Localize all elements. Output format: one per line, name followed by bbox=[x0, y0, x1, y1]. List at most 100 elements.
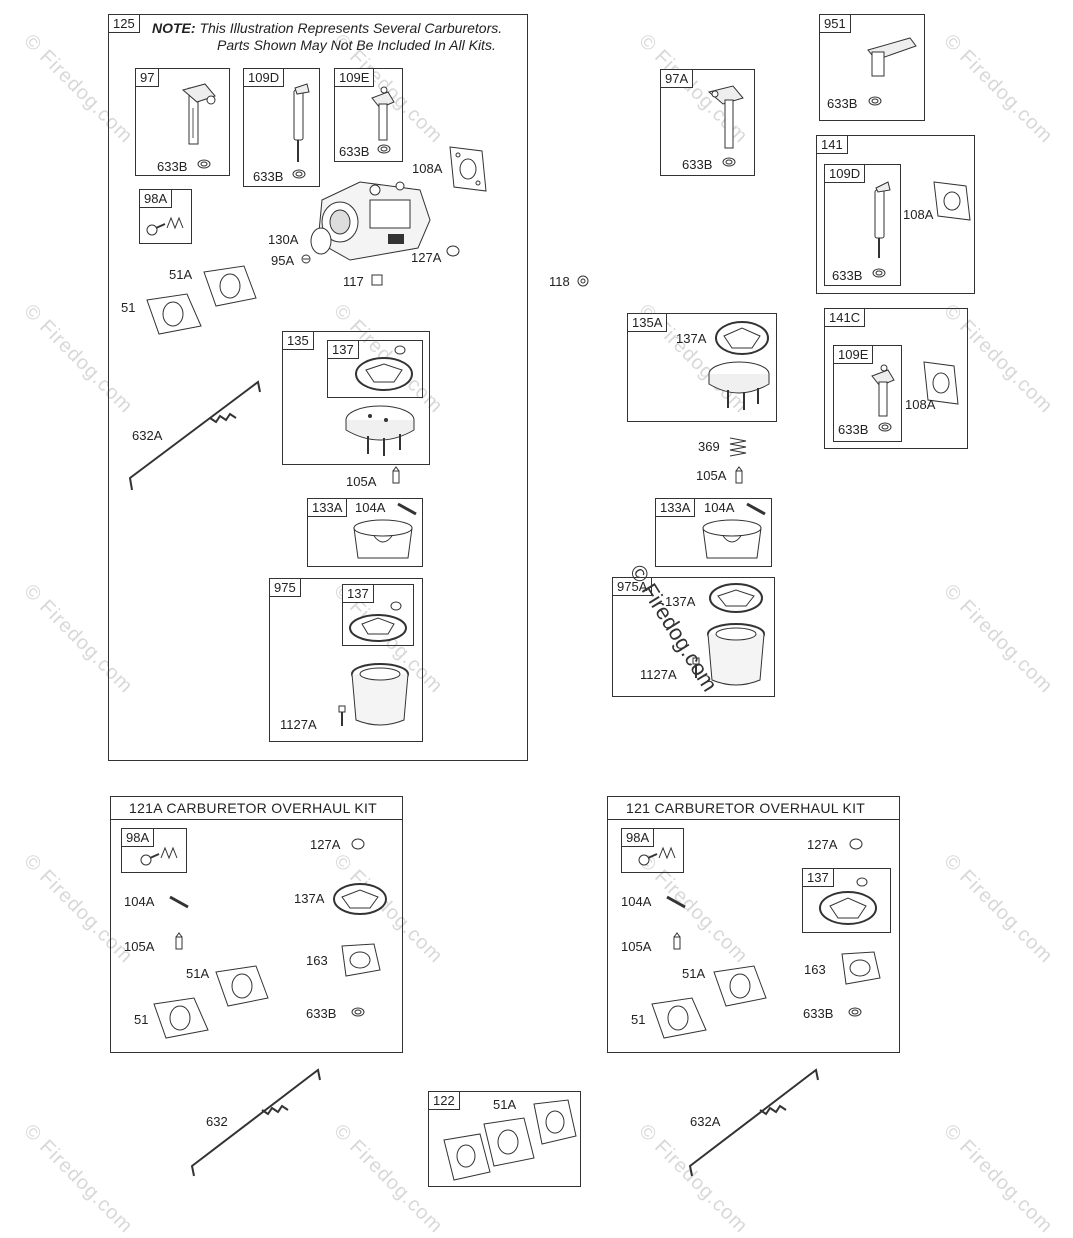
part-box-133A: 133A bbox=[307, 498, 423, 567]
note-line-2: Parts Shown May Not Be Included In All K… bbox=[217, 37, 496, 53]
part-box-137: 137 bbox=[342, 584, 414, 646]
flange-gasket-illustration bbox=[215, 965, 269, 1007]
part-label: 163 bbox=[306, 953, 328, 968]
gasket-illustration bbox=[933, 181, 971, 221]
part-label: 633B bbox=[253, 169, 284, 184]
throttle-shaft-illustration bbox=[707, 85, 744, 149]
governor-link-illustration bbox=[688, 1068, 819, 1177]
ref-number: 137 bbox=[327, 340, 359, 359]
part-label: 633B bbox=[306, 1006, 337, 1021]
part-label: 633B bbox=[157, 159, 188, 174]
ref-number: 109E bbox=[334, 68, 375, 87]
part-label: 1127A bbox=[640, 667, 677, 682]
part-label: 117 bbox=[343, 274, 364, 289]
part-box-109D: 109D bbox=[243, 68, 320, 187]
float-bowl-gasket-illustration bbox=[819, 877, 877, 925]
governor-link-illustration bbox=[128, 380, 261, 491]
part-box-135A: 135A bbox=[627, 313, 777, 422]
float-bowl-gasket-illustration bbox=[349, 601, 407, 642]
part-box-951: 951 bbox=[819, 14, 925, 121]
part-label: 632A bbox=[132, 428, 163, 443]
ref-number: 109E bbox=[833, 345, 874, 364]
part-label: 633B bbox=[832, 268, 863, 283]
float-bowl-gasket-illustration bbox=[709, 583, 763, 613]
part-label: 633B bbox=[803, 1006, 834, 1021]
o-ring-icon bbox=[849, 838, 863, 850]
part-label: 51A bbox=[493, 1097, 517, 1112]
bolt-icon bbox=[692, 657, 700, 678]
seal-icon bbox=[377, 144, 391, 154]
part-box-137: 137 bbox=[802, 868, 891, 933]
choke-lever-illustration bbox=[867, 37, 917, 77]
part-label: 108A bbox=[903, 207, 934, 222]
ref-number: 135A bbox=[627, 313, 668, 332]
watermark: © Firedog.com bbox=[19, 1120, 138, 1238]
fuel-pump-illustration bbox=[708, 361, 770, 410]
seal-icon bbox=[292, 169, 306, 179]
seal-icon bbox=[197, 159, 211, 169]
kit-box-122: 122 bbox=[428, 1091, 581, 1187]
float-illustration bbox=[353, 519, 413, 559]
part-label: 104A bbox=[621, 894, 652, 909]
part-label: 632A bbox=[690, 1114, 721, 1129]
fuel-pump-illustration bbox=[345, 405, 415, 456]
float-bowl-gasket-illustration bbox=[355, 345, 413, 391]
idle-screw-spring-illustration bbox=[140, 846, 178, 866]
part-label: 51A bbox=[186, 966, 210, 981]
part-label: 127A bbox=[807, 837, 838, 852]
choke-shaft-illustration bbox=[371, 86, 395, 141]
gasket-illustration bbox=[923, 361, 959, 405]
part-label: 108A bbox=[905, 397, 936, 412]
flange-gasket-illustration bbox=[153, 997, 209, 1039]
jet-icon bbox=[577, 275, 589, 287]
float-bowl-illustration bbox=[351, 663, 409, 726]
choke-shaft-illustration bbox=[871, 364, 895, 417]
part-label: 104A bbox=[355, 500, 386, 515]
pin-icon bbox=[169, 895, 189, 909]
part-label: 104A bbox=[124, 894, 155, 909]
part-box-109E: 109E bbox=[833, 345, 902, 442]
governor-link-illustration bbox=[190, 1068, 321, 1177]
part-box-98A: 98A bbox=[139, 189, 192, 244]
ref-number: 133A bbox=[655, 498, 696, 517]
part-box-98A: 98A bbox=[621, 828, 684, 873]
part-label: 127A bbox=[411, 250, 442, 265]
throttle-plate-illustration bbox=[310, 227, 332, 255]
bolt-icon bbox=[338, 705, 346, 726]
flange-gasket-illustration bbox=[713, 965, 767, 1007]
throttle-shaft-illustration bbox=[181, 83, 216, 145]
choke-shaft-illustration bbox=[293, 83, 310, 162]
ref-number: 141 bbox=[816, 135, 848, 154]
part-label: 632 bbox=[206, 1114, 228, 1129]
carburetor-body-illustration bbox=[317, 181, 431, 261]
part-label: 127A bbox=[310, 837, 341, 852]
spring-icon bbox=[729, 437, 747, 457]
part-box-141: 141 bbox=[816, 135, 975, 294]
part-label: 105A bbox=[696, 468, 727, 483]
part-label: 51 bbox=[631, 1012, 646, 1027]
part-box-97A: 97A bbox=[660, 69, 755, 176]
gasket-illustration bbox=[841, 951, 881, 985]
ref-number: 135 bbox=[282, 331, 314, 350]
kit-box-121A: 121A CARBURETOR OVERHAUL KIT bbox=[110, 796, 403, 1053]
flange-gasket-illustration bbox=[146, 293, 202, 335]
part-box-133A: 133A bbox=[655, 498, 772, 567]
needle-icon bbox=[175, 932, 183, 950]
kit-title: 121 CARBURETOR OVERHAUL KIT bbox=[608, 797, 899, 820]
ref-number: 98A bbox=[621, 828, 655, 847]
ref-number: 98A bbox=[139, 189, 173, 208]
seal-icon bbox=[722, 157, 736, 167]
part-label: 105A bbox=[621, 939, 652, 954]
part-label: 369 bbox=[698, 439, 720, 454]
seal-icon bbox=[872, 268, 886, 278]
ref-number: 109D bbox=[824, 164, 866, 183]
part-box-975: 975 bbox=[269, 578, 423, 742]
assembly-box-125: 125 bbox=[108, 14, 528, 761]
ref-number: 975A bbox=[612, 577, 653, 596]
part-label: 633B bbox=[827, 96, 858, 111]
part-label: 163 bbox=[804, 962, 826, 977]
ref-number: 975 bbox=[269, 578, 301, 597]
gasket-illustration bbox=[449, 146, 487, 192]
part-box-141C: 141C bbox=[824, 308, 968, 449]
needle-icon bbox=[392, 466, 400, 484]
